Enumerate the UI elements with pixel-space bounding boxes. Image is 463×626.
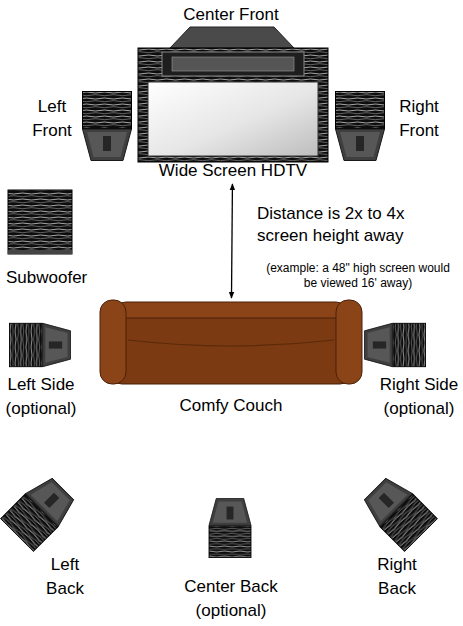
subwoofer-box (8, 190, 72, 254)
center-speaker-driver (172, 57, 294, 71)
couch-seat (108, 318, 354, 384)
left-side-speaker: Left Side (optional) (2, 312, 86, 447)
tv-box: Wide Screen HDTV (138, 48, 328, 184)
left-front-speaker: Left Front (22, 85, 134, 167)
couch: Comfy Couch (100, 298, 362, 418)
left-side-speaker (9, 323, 70, 366)
right-front-speaker: Right Front (333, 85, 448, 167)
distance-label: Distance is 2x to 4x screen height away (257, 203, 455, 247)
speaker-label: Wide Screen HDTV (138, 159, 328, 183)
note-label: (example: a 48" high screen would be vie… (266, 261, 450, 291)
speaker-label: Center Front (181, 3, 281, 27)
speaker-label: Left Side (optional) (0, 373, 82, 421)
right-back-speaker: Right Back (360, 478, 450, 603)
speaker-label: Left Front (22, 95, 82, 143)
tv-frame (138, 48, 328, 162)
center-back-speaker (209, 498, 251, 557)
distance-arrow (231, 184, 233, 298)
speaker-label: Subwoofer (6, 266, 96, 290)
speaker-label: Left Back (38, 553, 92, 601)
speaker-label: Right Back (368, 553, 426, 601)
center-speaker-shape (170, 27, 294, 48)
left-back-speaker (1, 473, 80, 552)
tv-screen (148, 82, 318, 156)
center-speaker-grille (162, 52, 304, 76)
couch-left-arm (100, 300, 126, 384)
tv-illustration (138, 27, 328, 162)
subwoofer-shape (8, 190, 72, 254)
speaker-label: Center Back (optional) (175, 575, 287, 623)
couch-seam (128, 340, 334, 346)
speaker-label: Comfy Couch (100, 394, 362, 418)
center-front-speaker: Center Front (160, 0, 300, 80)
couch-right-arm (336, 300, 362, 384)
right-side-speaker (364, 323, 425, 366)
speaker-label: Right Side (optional) (375, 373, 463, 421)
right-back-speaker (359, 473, 438, 552)
center-back-speaker: Center Back (optional) (170, 495, 292, 623)
couch-shape (100, 300, 362, 384)
left-back-speaker: Left Back (6, 478, 96, 603)
subwoofer-base (8, 250, 72, 254)
right-front-speaker (336, 92, 385, 161)
left-front-speaker (83, 92, 132, 161)
subwoofer: Subwoofer (6, 188, 96, 290)
right-side-speaker: Right Side (optional) (362, 312, 462, 447)
speaker-label: Right Front (388, 95, 450, 143)
